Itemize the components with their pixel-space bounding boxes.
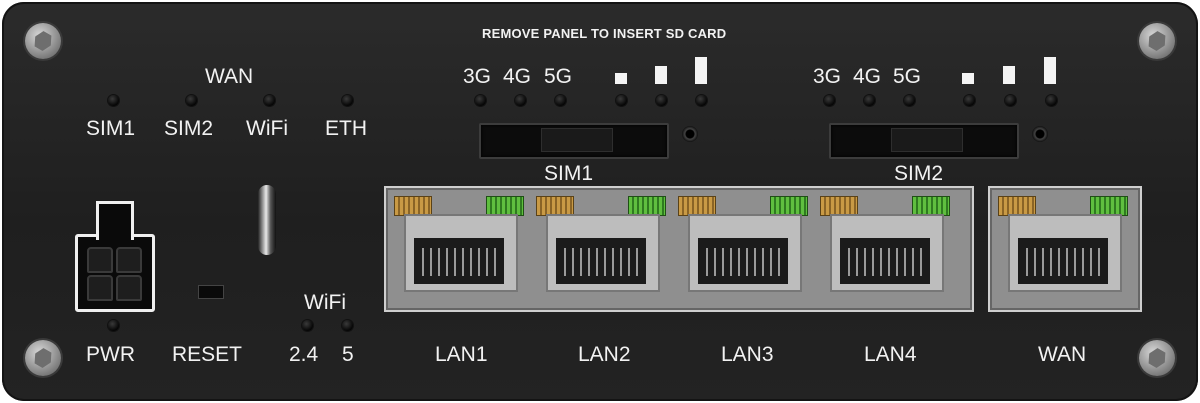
sim1-5g-label: 5G [544, 65, 573, 88]
sim1-card-slot[interactable] [479, 123, 669, 159]
power-led [108, 320, 119, 331]
activity-led [678, 196, 716, 216]
lan3-label: LAN3 [721, 343, 774, 366]
sim1-4g-label: 4G [503, 65, 532, 88]
sim2-5g-label: 5G [893, 65, 922, 88]
wifi-title: WiFi [304, 291, 346, 314]
wan-wifi-label: WiFi [246, 117, 288, 140]
screw-icon [25, 23, 61, 59]
link-led [628, 196, 666, 216]
reset-button[interactable] [198, 285, 224, 299]
screw-icon [25, 340, 61, 376]
signal-bar-icon [655, 66, 667, 84]
sim1-label: SIM1 [544, 162, 594, 185]
activity-led [998, 196, 1036, 216]
activity-led [820, 196, 858, 216]
reset-label: RESET [172, 343, 243, 366]
wifi-5-label: 5 [342, 343, 354, 366]
lan1-port[interactable] [392, 194, 526, 294]
wan-port[interactable] [996, 194, 1130, 294]
wifi-24-label: 2.4 [289, 343, 319, 366]
wifi-antenna-connector [258, 185, 276, 255]
sim1-signal-led [696, 95, 707, 106]
wifi-5-led [342, 320, 353, 331]
sim2-card-slot[interactable] [829, 123, 1019, 159]
sim2-signal-led [1005, 95, 1016, 106]
sim1-3g-led [475, 95, 486, 106]
wan-status-title: WAN [205, 65, 254, 88]
signal-bar-icon [1003, 66, 1015, 84]
lan2-port[interactable] [534, 194, 668, 294]
sim2-led [186, 95, 197, 106]
sim2-signal-led [1046, 95, 1057, 106]
signal-bar-icon [1044, 57, 1056, 84]
lan1-label: LAN1 [435, 343, 488, 366]
screw-icon [1139, 23, 1175, 59]
signal-bar-icon [962, 73, 974, 84]
sim1-eject-hole[interactable] [682, 126, 698, 142]
wan-port-group [988, 186, 1142, 312]
lan2-label: LAN2 [578, 343, 631, 366]
sim2-4g-label: 4G [853, 65, 882, 88]
wifi-led [264, 95, 275, 106]
signal-bar-icon [695, 57, 707, 84]
screw-icon [1139, 340, 1175, 376]
wan-sim2-label: SIM2 [164, 117, 214, 140]
sd-card-notice: REMOVE PANEL TO INSERT SD CARD [482, 26, 727, 41]
activity-led [394, 196, 432, 216]
sim2-3g-led [824, 95, 835, 106]
sim1-led [108, 95, 119, 106]
pwr-label: PWR [86, 343, 135, 366]
sim2-5g-led [904, 95, 915, 106]
sim2-eject-hole[interactable] [1032, 126, 1048, 142]
wan-eth-label: ETH [325, 117, 367, 140]
signal-bar-icon [615, 73, 627, 84]
sim1-signal-led [656, 95, 667, 106]
lan-port-group [384, 186, 974, 312]
sim1-3g-label: 3G [463, 65, 492, 88]
power-connector[interactable] [75, 201, 155, 312]
sim1-signal-led [616, 95, 627, 106]
lan4-label: LAN4 [864, 343, 917, 366]
lan3-port[interactable] [676, 194, 810, 294]
lan4-port[interactable] [818, 194, 952, 294]
eth-led [342, 95, 353, 106]
sim1-5g-led [555, 95, 566, 106]
link-led [486, 196, 524, 216]
activity-led [536, 196, 574, 216]
sim1-4g-led [515, 95, 526, 106]
link-led [770, 196, 808, 216]
sim2-signal-led [964, 95, 975, 106]
link-led [1090, 196, 1128, 216]
sim2-3g-label: 3G [813, 65, 842, 88]
wan-port-label: WAN [1038, 343, 1087, 366]
sim2-label: SIM2 [894, 162, 944, 185]
wan-sim1-label: SIM1 [86, 117, 136, 140]
wifi-24-led [302, 320, 313, 331]
link-led [912, 196, 950, 216]
sim2-4g-led [864, 95, 875, 106]
